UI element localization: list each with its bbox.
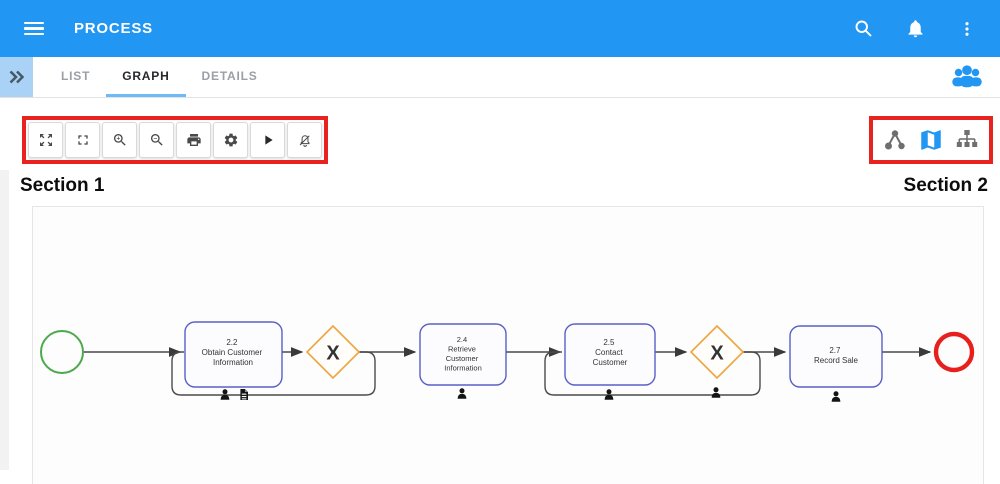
bpmn-diagram[interactable]: 2.2 Obtain Customer Information X 2.4 Re… — [0, 195, 1000, 484]
task-label-line: 2.5 — [603, 338, 615, 347]
person-marker-icon — [457, 388, 467, 399]
svg-text:2.7 Record Sale: 2.7 Record Sale — [814, 346, 859, 365]
zoom-out-map-button[interactable] — [28, 122, 63, 158]
zoom-out-icon — [150, 134, 163, 146]
person-marker-icon — [831, 391, 841, 402]
person-marker-icon — [711, 387, 721, 398]
section-2-label: Section 2 — [903, 175, 988, 196]
print-icon — [186, 134, 201, 146]
task-label-line: Obtain Customer — [202, 348, 263, 357]
task-label-line: 2.7 — [829, 346, 841, 355]
play-icon — [264, 135, 273, 145]
task-label-line: Customer — [593, 358, 628, 367]
view-switcher — [882, 127, 980, 153]
fullscreen-button[interactable] — [65, 122, 100, 158]
task-label-line: 2.4 — [457, 335, 467, 344]
task-label-line: Information — [213, 358, 253, 367]
app-header: PROCESS — [0, 0, 1000, 57]
task-record-sale[interactable]: 2.7 Record Sale — [789, 325, 883, 388]
group-people-icon[interactable] — [950, 63, 984, 91]
graph-tree-view-button[interactable] — [882, 127, 908, 153]
task-retrieve-customer-information[interactable]: 2.4 Retrieve Customer Information — [419, 323, 507, 386]
hierarchy-view-button[interactable] — [954, 127, 980, 153]
exclusive-gateway-1[interactable]: X — [305, 324, 361, 380]
zoom-out-button[interactable] — [139, 122, 174, 158]
task-label-line: Contact — [595, 348, 623, 357]
double-chevron-right-icon — [9, 70, 25, 84]
svg-text:2.4 Retrieve C: 2.4 Retrieve Customer Information — [444, 335, 482, 373]
svg-text:2.5 Contact Cu: 2.5 Contact Customer — [593, 338, 628, 367]
view-switcher-highlight-annotation — [869, 116, 993, 164]
tab-bar: LIST GRAPH DETAILS — [0, 57, 1000, 98]
hamburger-menu-icon[interactable] — [24, 21, 44, 36]
sequence-flows — [83, 347, 932, 396]
page-title: PROCESS — [74, 20, 153, 37]
gear-icon — [224, 133, 237, 147]
map-view-button[interactable] — [918, 127, 944, 153]
end-event[interactable] — [933, 331, 975, 373]
task-label-line: Customer — [446, 354, 479, 363]
zoom-in-button[interactable] — [102, 122, 137, 158]
loopback-flow-2 — [544, 351, 761, 396]
tab-details-view[interactable]: DETAILS — [201, 68, 258, 83]
header-actions — [852, 0, 978, 57]
document-marker-icon — [240, 389, 248, 400]
exclusive-gateway-2[interactable]: X — [689, 324, 745, 380]
collapsed-panel-edge — [0, 170, 9, 470]
task-obtain-customer-information[interactable]: 2.2 Obtain Customer Information — [184, 321, 283, 388]
tab-graph-view[interactable]: GRAPH — [106, 57, 186, 97]
play-button[interactable] — [250, 122, 285, 158]
bell-icon[interactable] — [904, 18, 926, 40]
zoom-out-map-icon — [39, 134, 52, 146]
print-button[interactable] — [176, 122, 211, 158]
start-event[interactable] — [40, 330, 84, 374]
task-label-line: Record Sale — [814, 356, 859, 365]
tab-list: LIST GRAPH DETAILS — [45, 57, 274, 97]
loopback-flow-1 — [171, 351, 376, 396]
fullscreen-icon — [77, 135, 88, 145]
gateway-label: X — [710, 343, 724, 365]
map-icon — [921, 130, 941, 150]
task-label-line: Retrieve — [448, 345, 476, 354]
zoom-in-icon — [113, 134, 126, 146]
notifications-off-button[interactable] — [287, 122, 322, 158]
kebab-menu-icon[interactable] — [956, 18, 978, 40]
section-1-label: Section 1 — [20, 175, 105, 196]
tab-list-view[interactable]: LIST — [61, 68, 91, 83]
expand-panel-button[interactable] — [0, 57, 33, 97]
task-label-line: Information — [444, 364, 482, 373]
graph-toolbar — [28, 122, 322, 158]
gateway-label: X — [326, 343, 340, 365]
toolbar-highlight-annotation — [22, 116, 328, 164]
bell-off-icon — [299, 134, 310, 147]
search-icon[interactable] — [852, 18, 874, 40]
svg-text:2.2 Obtain Customer: 2.2 Obtain Customer Information — [202, 338, 265, 367]
task-contact-customer[interactable]: 2.5 Contact Customer — [564, 323, 656, 386]
graph-tree-icon — [885, 130, 905, 150]
task-label-line: 2.2 — [226, 338, 238, 347]
settings-button[interactable] — [213, 122, 248, 158]
org-chart-icon — [956, 130, 978, 147]
